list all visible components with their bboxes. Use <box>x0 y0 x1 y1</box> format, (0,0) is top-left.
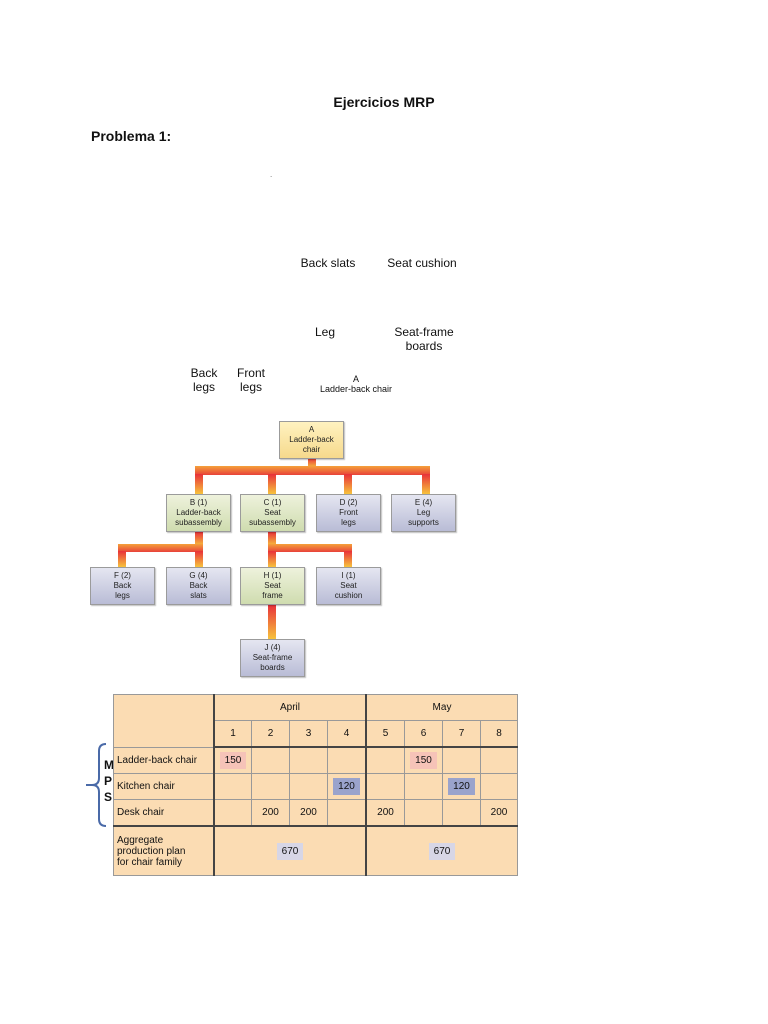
aggregate-may: 670 <box>365 825 518 876</box>
label-leg: Leg <box>314 325 336 339</box>
label-seat-cushion: Seat cushion <box>387 256 457 270</box>
row-aggregate: Aggregate production plan for chair fami… <box>113 825 518 876</box>
cell: 150 <box>404 746 443 774</box>
row-desk-chair: Desk chair 200 200 200 200 <box>113 799 518 827</box>
month-header-row: April May <box>113 694 518 748</box>
cell <box>365 773 405 800</box>
row-label: Kitchen chair <box>113 773 215 800</box>
stray-dot: . <box>270 170 273 179</box>
week-7: 7 <box>442 720 481 748</box>
cell <box>442 799 481 827</box>
cell <box>213 799 252 827</box>
problem-heading: Problema 1: <box>91 128 172 144</box>
cell: 150 <box>213 746 252 774</box>
label-front-legs: Front legs <box>236 366 265 394</box>
qty-chip: 150 <box>219 752 247 769</box>
cell <box>404 773 443 800</box>
cell <box>289 746 328 774</box>
label-back-legs: Back legs <box>190 366 218 394</box>
mps-bracket <box>86 743 107 827</box>
cell <box>480 746 518 774</box>
bom-connectors <box>118 458 430 639</box>
row-ladder-back-chair: Ladder-back chair 150 150 <box>113 746 518 774</box>
cell <box>480 773 518 800</box>
month-may: May <box>365 694 518 721</box>
week-4: 4 <box>327 720 367 748</box>
mps-table: April May 1 2 3 4 5 6 7 8 Ladder-back ch… <box>113 694 518 876</box>
cell <box>213 773 252 800</box>
cell: 200 <box>365 799 405 827</box>
month-april: April <box>213 694 367 721</box>
label-back-slats: Back slats <box>300 256 356 270</box>
cell: 120 <box>442 773 481 800</box>
corner-cell <box>113 694 215 748</box>
cell <box>289 773 328 800</box>
week-3: 3 <box>289 720 328 748</box>
row-label: Desk chair <box>113 799 215 827</box>
label-a-ladder-back-chair: A Ladder-back chair <box>319 374 393 394</box>
label-seat-frame-boards: Seat-frame boards <box>394 325 454 353</box>
qty-chip: 120 <box>448 778 475 795</box>
cell <box>365 746 405 774</box>
aggregate-label: Aggregate production plan for chair fami… <box>113 825 215 876</box>
row-label: Ladder-back chair <box>113 746 215 774</box>
week-5: 5 <box>365 720 405 748</box>
row-kitchen-chair: Kitchen chair 120 120 <box>113 773 518 800</box>
cell <box>251 746 290 774</box>
qty-chip: 670 <box>428 842 456 860</box>
cell: 120 <box>327 773 367 800</box>
week-6: 6 <box>404 720 443 748</box>
cell: 200 <box>480 799 518 827</box>
cell: 200 <box>251 799 290 827</box>
cell <box>442 746 481 774</box>
week-header-row: 1 2 3 4 5 6 7 8 <box>114 720 518 748</box>
week-2: 2 <box>251 720 290 748</box>
page-title: Ejercicios MRP <box>333 94 435 110</box>
cell: 200 <box>289 799 328 827</box>
cell <box>327 746 367 774</box>
qty-chip: 120 <box>333 778 360 795</box>
cell <box>404 799 443 827</box>
qty-chip: 150 <box>410 752 437 769</box>
week-1: 1 <box>213 720 252 748</box>
qty-chip: 670 <box>276 842 304 860</box>
week-8: 8 <box>480 720 518 748</box>
cell <box>251 773 290 800</box>
aggregate-april: 670 <box>213 825 367 876</box>
cell <box>327 799 367 827</box>
mps-letters: M P S <box>104 758 114 804</box>
